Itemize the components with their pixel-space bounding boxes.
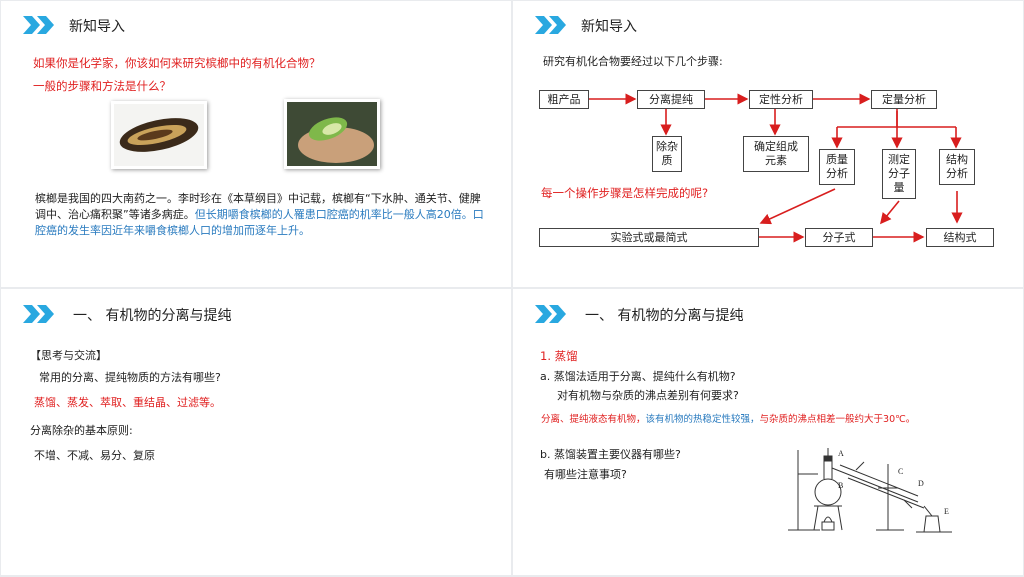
label-e: E — [944, 507, 949, 516]
para-black: 槟榔是我国的四大南药之一。李时珍在《本草纲目》中记载，槟榔有“下水肿、通关节、健… — [35, 192, 481, 221]
answer-red-1: 分离、提纯液态有机物， — [541, 414, 646, 425]
slide-title: 新知导入 — [581, 19, 637, 35]
box-empirical: 实验式或最简式 — [539, 228, 759, 247]
principles: 不增、不减、易分、复原 — [34, 449, 155, 462]
label-b: B — [838, 481, 843, 490]
box-quantitative: 定量分析 — [871, 90, 937, 109]
question-b2: 有哪些注意事项? — [544, 468, 627, 481]
principle-label: 分离除杂的基本原则: — [30, 424, 133, 437]
label-c: C — [898, 467, 903, 476]
question: 每一个操作步骤是怎样完成的呢? — [541, 186, 709, 200]
slide-title: 一、 有机物的分离与提纯 — [73, 308, 232, 324]
para-blue: 但长期嚼食槟榔的人罹患口腔癌的机率比一般人高20倍。口腔癌的发生率因近年来嚼食槟… — [35, 208, 484, 237]
slide-4[interactable]: 一、 有机物的分离与提纯 1. 蒸馏 a. 蒸馏法适用于分离、提纯什么有机物? … — [513, 289, 1023, 575]
slide-2[interactable]: 新知导入 研究有机化合物要经过以下几个步骤: — [513, 1, 1023, 287]
slide-title: 一、 有机物的分离与提纯 — [585, 308, 744, 324]
slide-3[interactable]: 一、 有机物的分离与提纯 【思考与交流】 常用的分离、提纯物质的方法有哪些? 蒸… — [1, 289, 511, 575]
box-structural: 结构式 — [926, 228, 994, 247]
box-structure: 结构分析 — [939, 149, 975, 185]
section-heading: 1. 蒸馏 — [540, 349, 578, 363]
betel-nut-photo-2 — [284, 99, 380, 169]
box-qualitative: 定性分析 — [749, 90, 813, 109]
box-separate: 分离提纯 — [637, 90, 705, 109]
distillation-apparatus-diagram: A B C D E — [788, 448, 952, 533]
chevron-icon — [535, 305, 566, 323]
slide-1[interactable]: 新知导入 如果你是化学家，你该如何来研究槟榔中的有机化合物？ 一般的步骤和方法是… — [1, 1, 511, 287]
question-2: 一般的步骤和方法是什么？ — [33, 79, 171, 93]
answer-blue: 该有机物的热稳定性较强， — [645, 414, 760, 425]
box-mass: 质量分析 — [819, 149, 855, 185]
think-label: 【思考与交流】 — [30, 349, 107, 362]
methods-answer: 蒸馏、蒸发、萃取、重结晶、过滤等。 — [34, 396, 221, 409]
think-question: 常用的分离、提纯物质的方法有哪些? — [39, 371, 221, 384]
box-elements: 确定组成元素 — [743, 136, 809, 172]
slide-title: 新知导入 — [69, 19, 125, 35]
intro-paragraph: 槟榔是我国的四大南药之一。李时珍在《本草纲目》中记载，槟榔有“下水肿、通关节、健… — [35, 191, 485, 239]
chevron-icon — [23, 16, 54, 34]
box-measure: 测定分子量 — [882, 149, 916, 199]
question-1: 如果你是化学家，你该如何来研究槟榔中的有机化合物？ — [33, 56, 321, 70]
chevron-icon — [23, 305, 54, 323]
intro-text: 研究有机化合物要经过以下几个步骤: — [543, 55, 723, 68]
flow-arrows — [588, 93, 963, 243]
answer-red-2: 与杂质的沸点相差一般约大于30℃。 — [759, 414, 916, 425]
box-molecular: 分子式 — [805, 228, 873, 247]
question-b: b. 蒸馏装置主要仪器有哪些? — [540, 448, 681, 461]
box-remove: 除杂质 — [652, 136, 682, 172]
box-crude: 粗产品 — [539, 90, 589, 109]
label-d: D — [918, 479, 924, 488]
label-a: A — [838, 449, 844, 458]
question-a: a. 蒸馏法适用于分离、提纯什么有机物? — [540, 370, 736, 383]
answer-a: 分离、提纯液态有机物，该有机物的热稳定性较强，与杂质的沸点相差一般约大于30℃。 — [541, 412, 915, 428]
question-a2: 对有机物与杂质的沸点差别有何要求? — [557, 389, 739, 402]
betel-nut-photo-1 — [111, 101, 207, 169]
